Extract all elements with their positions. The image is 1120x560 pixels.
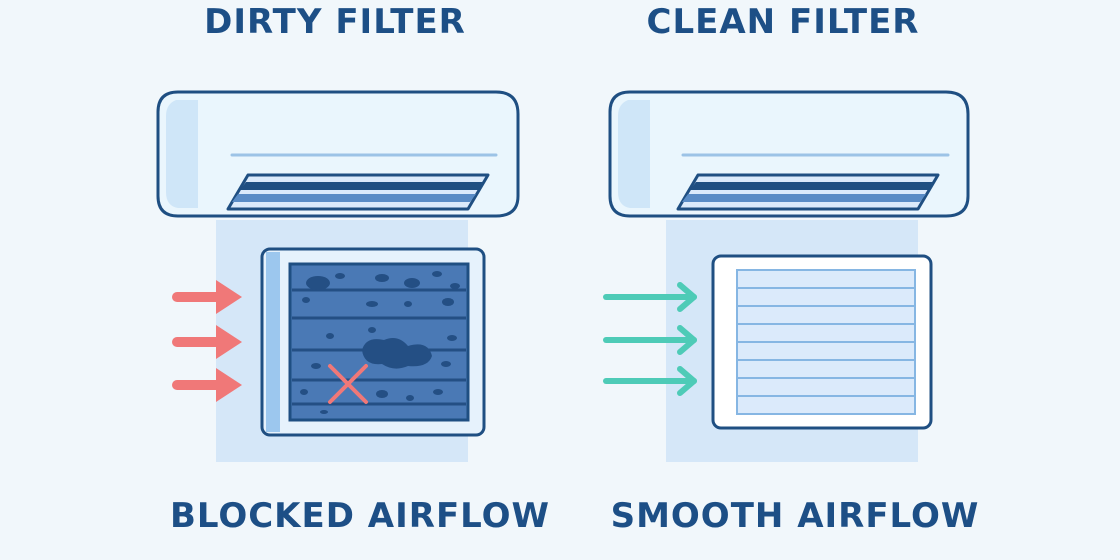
ac-unit-icon [608, 90, 970, 218]
smooth-airflow-caption: SMOOTH AIRFLOW [610, 496, 980, 536]
arrow-right-icon [172, 280, 242, 314]
arrow-right-icon [603, 325, 697, 355]
clean-panel [603, 90, 970, 462]
dirty-filter-icon [260, 247, 486, 437]
dirt-spots [300, 271, 460, 414]
clean-filter-icon [711, 254, 933, 430]
arrow-right-icon [603, 366, 697, 396]
dirty-filter-title: DIRTY FILTER [204, 2, 466, 42]
arrow-right-icon [172, 325, 242, 359]
arrow-right-icon [603, 282, 697, 312]
arrow-right-icon [172, 368, 242, 402]
ac-unit-icon [156, 90, 520, 218]
dirty-panel [156, 90, 520, 462]
blocked-airflow-caption: BLOCKED AIRFLOW [169, 496, 551, 536]
clean-filter-title: CLEAN FILTER [646, 2, 920, 42]
inflow-arrows-right [603, 282, 697, 396]
inflow-arrows-left [172, 280, 242, 402]
x-mark-icon [328, 364, 368, 404]
